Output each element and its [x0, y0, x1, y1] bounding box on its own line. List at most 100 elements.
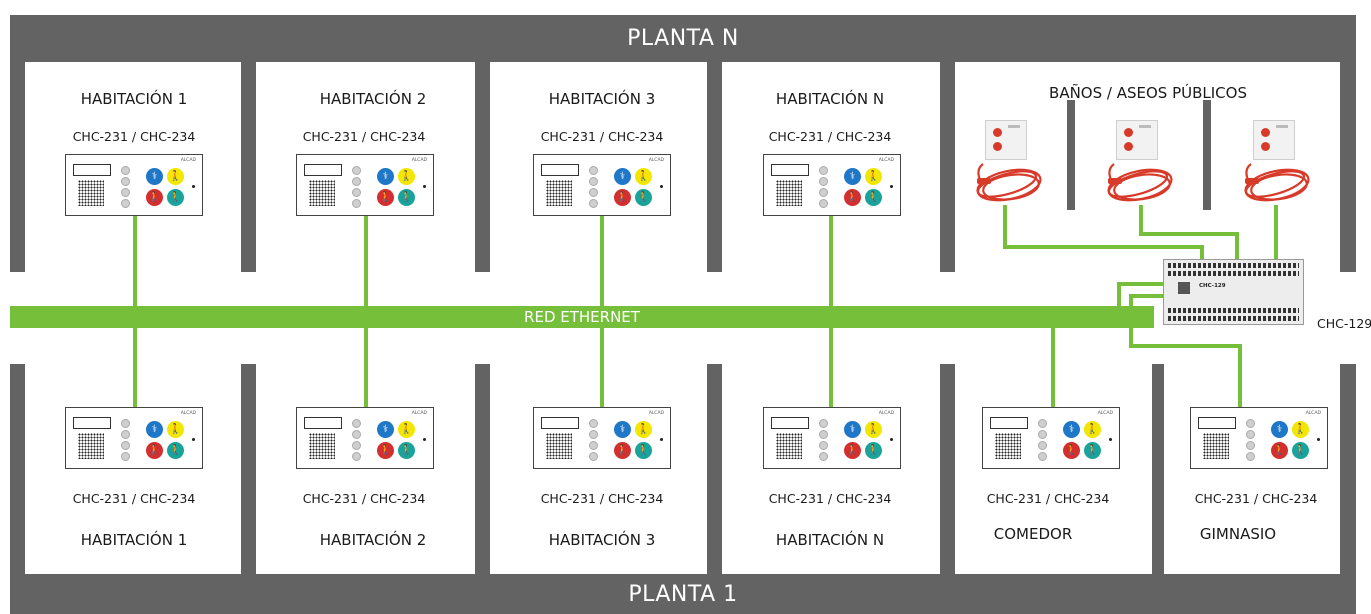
person-icon: 🚶	[398, 442, 415, 459]
key-button	[352, 166, 361, 175]
key-button	[819, 441, 828, 450]
pull-cord-plate	[1116, 120, 1158, 160]
person-icon: 🚶	[614, 442, 631, 459]
terminal-brand: ALCAD	[648, 411, 664, 416]
medical-call-icon: ⚕	[1063, 421, 1080, 438]
speaker-grill	[309, 433, 335, 459]
person-icon: 🚶	[635, 189, 652, 206]
key-button	[1038, 430, 1047, 439]
display-screen	[541, 417, 579, 429]
key-button	[819, 199, 828, 208]
connection-line	[1117, 282, 1121, 322]
wall	[1340, 364, 1356, 574]
room-label: HABITACIÓN 2	[319, 531, 427, 549]
person-icon: 🚶	[614, 189, 631, 206]
key-button	[352, 177, 361, 186]
person-icon: 🚶	[1292, 442, 1309, 459]
room-label: HABITACIÓN N	[775, 531, 885, 549]
key-button	[1246, 430, 1255, 439]
alarm-button	[1261, 142, 1270, 151]
key-button	[1246, 419, 1255, 428]
device-name: CHC-129	[1199, 283, 1226, 289]
nurse-call-terminal: ⚕ 🚶 🚶 🚶 ALCAD	[65, 407, 203, 469]
key-button	[589, 441, 598, 450]
person-icon: 🚶	[1084, 421, 1101, 438]
pull-cord-icon	[1107, 163, 1173, 202]
terminal-row	[1168, 263, 1299, 268]
person-icon: 🚶	[167, 421, 184, 438]
medical-call-icon: ⚕	[614, 168, 631, 185]
floor-bar-top: PLANTA N	[10, 15, 1356, 62]
person-icon: 🚶	[167, 168, 184, 185]
key-button	[819, 452, 828, 461]
key-button	[1038, 419, 1047, 428]
person-icon: 🚶	[1084, 442, 1101, 459]
alarm-button	[1124, 128, 1133, 137]
nurse-call-terminal: ⚕ 🚶 🚶 🚶 ALCAD	[533, 407, 671, 469]
key-button	[352, 452, 361, 461]
room-label: HABITACIÓN 3	[548, 531, 656, 549]
pull-cord-icon	[1244, 163, 1310, 202]
indicator-dot	[660, 438, 663, 441]
key-button	[121, 177, 130, 186]
connection-line	[1139, 232, 1239, 236]
wall	[940, 62, 955, 272]
key-button	[352, 199, 361, 208]
plate-label	[1276, 125, 1288, 128]
speaker-grill	[78, 433, 104, 459]
key-button	[819, 177, 828, 186]
person-icon: 🚶	[146, 189, 163, 206]
connection-line	[1235, 232, 1239, 261]
connection-line	[1129, 294, 1165, 298]
wall	[475, 62, 490, 272]
display-screen	[541, 164, 579, 176]
person-icon: 🚶	[865, 442, 882, 459]
room-label: COMEDOR	[993, 525, 1073, 543]
terminal-row	[1168, 271, 1299, 276]
terminal-brand: ALCAD	[878, 411, 894, 416]
key-button	[121, 441, 130, 450]
floor-top-label: PLANTA N	[627, 26, 739, 51]
model-label: CHC-231 / CHC-234	[768, 129, 892, 144]
person-icon: 🚶	[844, 442, 861, 459]
nurse-call-terminal: ⚕ 🚶 🚶 🚶 ALCAD	[533, 154, 671, 216]
nurse-call-terminal: ⚕ 🚶 🚶 🚶 ALCAD	[296, 154, 434, 216]
floor-bar-bottom: PLANTA 1	[10, 574, 1356, 614]
wall	[1152, 364, 1164, 574]
terminal-brand: ALCAD	[1305, 411, 1321, 416]
speaker-grill	[1203, 433, 1229, 459]
key-button	[121, 199, 130, 208]
alarm-button	[1261, 128, 1270, 137]
terminal-brand: ALCAD	[180, 158, 196, 163]
person-icon: 🚶	[398, 421, 415, 438]
ethernet-label: RED ETHERNET	[524, 308, 640, 326]
display-screen	[771, 164, 809, 176]
terminal-brand: ALCAD	[1097, 411, 1113, 416]
wall	[1067, 100, 1075, 210]
medical-call-icon: ⚕	[146, 421, 163, 438]
brand-logo-icon	[1178, 282, 1190, 294]
display-screen	[990, 417, 1028, 429]
person-icon: 🚶	[635, 168, 652, 185]
room-label: GIMNASIO	[1199, 525, 1277, 543]
person-icon: 🚶	[1271, 442, 1288, 459]
display-screen	[73, 164, 111, 176]
person-icon: 🚶	[377, 189, 394, 206]
key-button	[589, 199, 598, 208]
person-icon: 🚶	[635, 442, 652, 459]
person-icon: 🚶	[865, 168, 882, 185]
speaker-grill	[546, 180, 572, 206]
display-screen	[771, 417, 809, 429]
speaker-grill	[776, 180, 802, 206]
connection-line	[1117, 282, 1165, 286]
person-icon: 🚶	[377, 442, 394, 459]
person-icon: 🚶	[635, 421, 652, 438]
key-button	[589, 452, 598, 461]
model-label: CHC-231 / CHC-234	[1194, 491, 1318, 506]
wall	[241, 62, 256, 272]
alarm-button	[993, 142, 1002, 151]
indicator-dot	[192, 185, 195, 188]
medical-call-icon: ⚕	[146, 168, 163, 185]
key-button	[589, 419, 598, 428]
person-icon: 🚶	[1063, 442, 1080, 459]
